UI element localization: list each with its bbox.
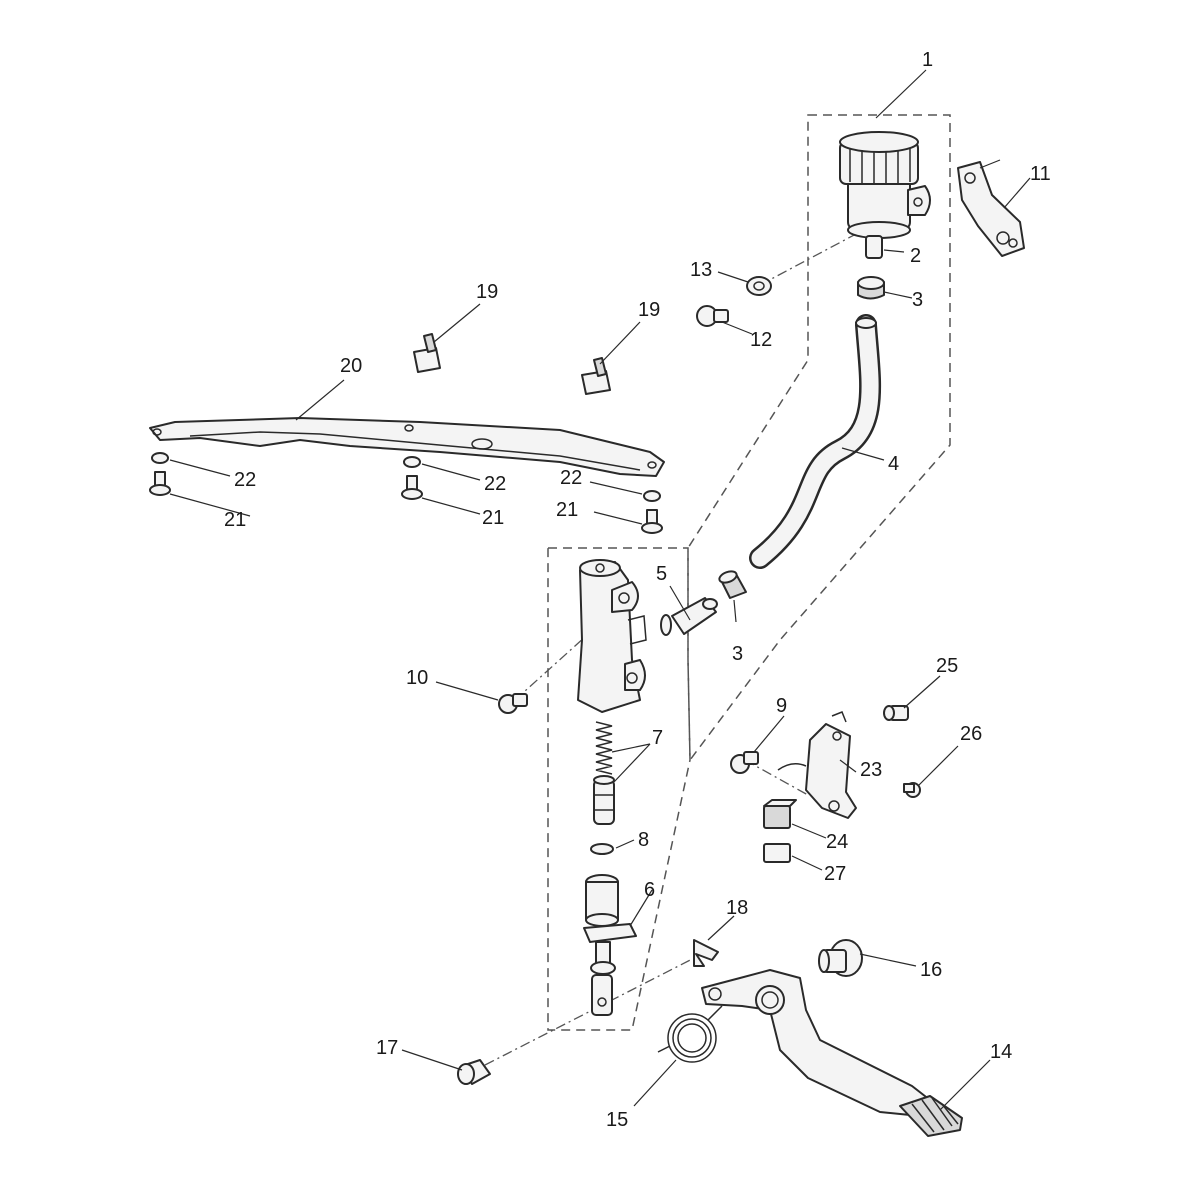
callout-16: 16 [920,959,942,981]
reservoir-bracket [957,161,1025,257]
callout-20: 20 [340,355,362,377]
pad-24 [763,799,797,829]
clip-left [413,333,441,373]
washer-middle [403,456,421,468]
spring-clip-18 [693,939,719,967]
callout-11: 11 [1030,163,1051,185]
reservoir-bolt [696,305,729,327]
callout-24: 24 [826,831,848,853]
reservoir-washer [746,276,772,296]
callout-22-left: 22 [234,469,256,491]
callout-27: 27 [824,863,846,885]
o-ring-seal [590,843,614,855]
screw-26 [903,782,921,798]
brake-pedal [701,969,963,1137]
callout-8: 8 [638,829,649,851]
callout-18: 18 [726,897,748,919]
callout-22-right: 22 [560,467,582,489]
callout-9: 9 [776,695,787,717]
master-cylinder-assembly-boundary [547,547,691,1031]
callout-4: 4 [888,453,899,475]
callout-1: 1 [922,49,933,71]
callout-22-middle: 22 [484,473,506,495]
callout-5: 5 [656,563,667,585]
fluid-reservoir [839,131,931,259]
callout-3-upper: 3 [912,289,923,311]
callout-21-left: 21 [224,509,246,531]
clip-right [581,357,611,395]
hose-clip-lower [718,570,747,599]
clevis-pin [457,1059,491,1085]
screw-25 [883,705,909,721]
washer-left [151,452,169,464]
leader-lines [169,69,1031,1111]
callout-25: 25 [936,655,958,677]
spring-and-piston [593,721,615,825]
pivot-bolt [818,939,863,977]
callout-10: 10 [406,667,428,689]
callout-21-middle: 21 [482,507,504,529]
master-cylinder-body [577,559,647,713]
pad-27 [763,843,791,863]
callout-21-right: 21 [556,499,578,521]
callout-23: 23 [860,759,882,781]
heel-guard-plate [149,417,665,477]
callout-14: 14 [990,1041,1012,1063]
switch-bracket [777,711,857,819]
washer-right [643,490,661,502]
alignment-lines [484,199,921,1066]
callout-19-right: 19 [638,299,660,321]
push-rod-assembly [583,874,637,1016]
reservoir-hose [749,314,882,569]
callout-19-left: 19 [476,281,498,303]
hose-clip-upper [857,276,885,300]
callout-7: 7 [652,727,663,749]
switch-bolt [730,751,759,774]
callout-15: 15 [606,1109,628,1131]
hose-union-fitting [660,597,718,636]
return-spring [657,1005,723,1063]
callout-labels: 1 2 3 3 4 5 6 7 8 9 10 11 12 13 14 15 16… [224,49,1051,1131]
callout-2: 2 [910,245,921,267]
screw-middle [401,475,423,500]
screw-left [149,471,171,496]
callout-26: 26 [960,723,982,745]
callout-17: 17 [376,1037,398,1059]
callout-3-lower: 3 [732,643,743,665]
callout-13: 13 [690,259,712,281]
callout-12: 12 [750,329,772,351]
callout-6: 6 [644,879,655,901]
mounting-bolt-10 [498,693,528,714]
screw-right [641,509,663,534]
